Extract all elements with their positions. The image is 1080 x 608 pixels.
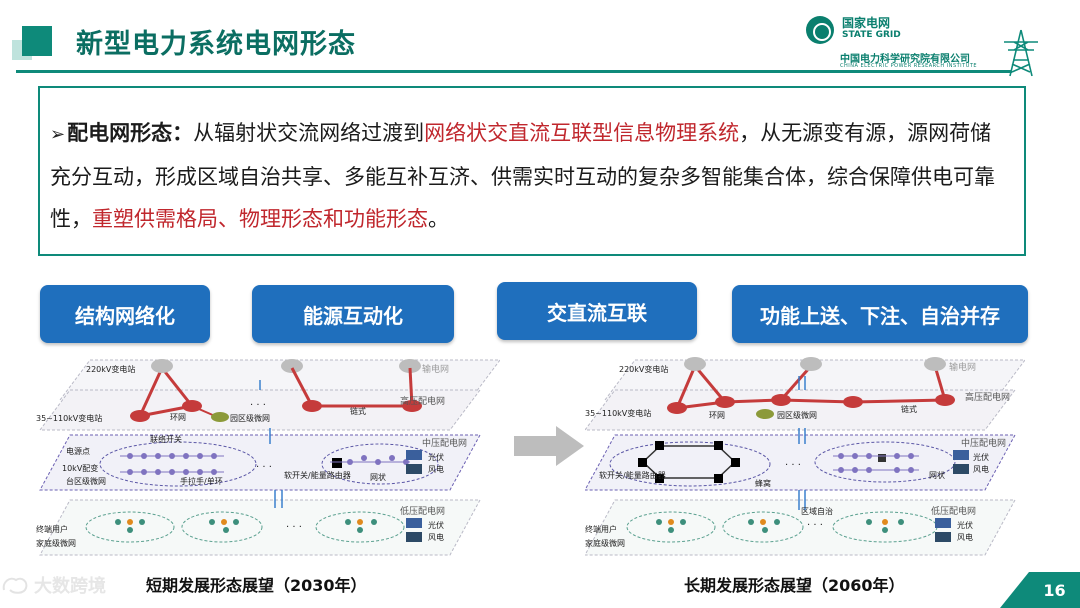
label-lv-grid: 低压配电网 bbox=[931, 505, 976, 517]
tag-energy-interactive: 能源互动化 bbox=[252, 285, 454, 343]
page-number: 16 bbox=[1029, 572, 1080, 608]
label-ring: 环网 bbox=[709, 411, 725, 420]
label-pv-lv: 光伏 bbox=[957, 520, 973, 530]
description-box: ➢配电网形态：从辐射状交流网络过渡到网络状交直流互联型信息物理系统，从无源变有源… bbox=[38, 86, 1026, 256]
label-chain: 链式 bbox=[350, 406, 366, 416]
label-soft-switch: 软开关/能量路由器 bbox=[284, 470, 351, 480]
label-chain: 链式 bbox=[901, 404, 917, 414]
label-mv-grid: 中压配电网 bbox=[961, 437, 1006, 449]
header-deco-square bbox=[22, 26, 52, 56]
label-ellipsis-lv: · · · bbox=[286, 522, 302, 533]
label-ring: 环网 bbox=[170, 413, 186, 422]
tag-ac-dc-interconnect: 交直流互联 bbox=[497, 282, 697, 340]
label-ellipsis: · · · bbox=[250, 400, 266, 411]
label-220kv: 220kV变电站 bbox=[619, 364, 668, 374]
label-220kv: 220kV变电站 bbox=[86, 364, 135, 374]
wind-turbine-icon bbox=[406, 532, 422, 542]
evolution-arrow-icon bbox=[514, 426, 584, 466]
description-paragraph: ➢配电网形态：从辐射状交流网络过渡到网络状交直流互联型信息物理系统，从无源变有源… bbox=[50, 112, 1006, 240]
logo-institute-name: 中国电力科学研究院有限公司 bbox=[840, 54, 970, 65]
label-area-autonomy: 区域自治 bbox=[801, 506, 833, 516]
tag-function-coexist: 功能上送、下注、自治并存 bbox=[732, 285, 1028, 343]
logo-institute-name-en: CHINA ELECTRIC POWER RESEARCH INSTITUTE bbox=[840, 63, 978, 69]
label-tie-switch: 联络开关 bbox=[150, 434, 182, 444]
label-honeycomb: 蜂窝 bbox=[755, 478, 771, 488]
description-lead: 配电网形态： bbox=[67, 121, 194, 145]
caption-short-term: 短期发展形态展望（2030年） bbox=[146, 576, 367, 595]
label-park-microgrid: 园区级微网 bbox=[230, 413, 270, 423]
watermark-logo-icon bbox=[2, 577, 28, 594]
label-hv-grid: 高压配电网 bbox=[400, 395, 445, 407]
watermark-text: 大数跨境 bbox=[34, 576, 106, 597]
label-wind: 风电 bbox=[428, 464, 444, 474]
label-transmission-grid: 输电网 bbox=[949, 361, 976, 373]
pv-panel-icon bbox=[935, 518, 951, 528]
label-pv-lv: 光伏 bbox=[428, 520, 444, 530]
label-ellipsis-lv: · · · bbox=[807, 520, 823, 531]
mv-plane bbox=[39, 434, 481, 491]
description-highlight-1: 网络状交直流互联型信息物理系统 bbox=[424, 121, 740, 145]
wind-turbine-icon bbox=[935, 532, 951, 542]
label-pv: 光伏 bbox=[428, 452, 444, 462]
label-wind-lv: 风电 bbox=[428, 532, 444, 542]
pv-panel-icon bbox=[953, 450, 969, 460]
label-wind-lv: 风电 bbox=[957, 532, 973, 542]
state-grid-logo: 国家电网 STATE GRID 中国电力科学研究院有限公司 CHINA ELEC… bbox=[806, 14, 996, 70]
substation-220-node bbox=[399, 359, 421, 373]
wind-turbine-icon bbox=[406, 464, 422, 474]
label-mesh: 网状 bbox=[370, 472, 386, 482]
page-number-corner bbox=[1000, 572, 1029, 608]
label-pv: 光伏 bbox=[973, 452, 989, 462]
label-10kv-transformer: 10kV配变 bbox=[62, 463, 98, 473]
label-home-microgrid: 家庭级微网 bbox=[36, 538, 76, 548]
label-hand-in-hand: 手拉手/单环 bbox=[180, 476, 223, 486]
description-seg1: 从辐射状交流网络过渡到 bbox=[193, 121, 425, 145]
transmission-tower-icon bbox=[1004, 29, 1038, 77]
label-end-user: 终端用户 bbox=[36, 524, 68, 534]
label-end-user: 终端用户 bbox=[585, 524, 617, 534]
wind-turbine-icon bbox=[953, 464, 969, 474]
page-title: 新型电力系统电网形态 bbox=[76, 29, 356, 60]
description-seg3: ，从无源变有源，源网荷储充分互动，形成区域自治共享、多能互补互济、供需实时互动的… bbox=[50, 121, 995, 231]
short-term-grid-diagram: 220kV变电站 35~110kV变电站 环网 园区级微网 链式 · · · 输… bbox=[36, 359, 500, 556]
pv-panel-icon bbox=[406, 518, 422, 528]
description-highlight-2: 重塑供需格局、物理形态和功能形态 bbox=[92, 207, 428, 231]
pv-panel-icon bbox=[406, 450, 422, 460]
label-mesh: 网状 bbox=[929, 470, 945, 480]
header-divider bbox=[16, 70, 1012, 73]
logo-name-en: STATE GRID bbox=[842, 30, 901, 40]
label-transmission-grid: 输电网 bbox=[422, 363, 449, 375]
hv-plane bbox=[39, 389, 481, 431]
label-35-110kv: 35~110kV变电站 bbox=[36, 413, 102, 423]
label-hv-grid: 高压配电网 bbox=[965, 391, 1010, 403]
label-wind: 风电 bbox=[973, 464, 989, 474]
label-source-point: 电源点 bbox=[66, 446, 90, 456]
substation-220-node bbox=[281, 359, 303, 373]
label-area-microgrid: 台区级微网 bbox=[66, 476, 106, 486]
state-grid-emblem-icon bbox=[806, 16, 834, 44]
substation-220-node bbox=[151, 359, 173, 373]
long-term-grid-diagram: 220kV变电站 35~110kV变电站 环网 园区级微网 链式 输电网 高压配… bbox=[585, 357, 1025, 556]
caption-long-term: 长期发展形态展望（2060年） bbox=[684, 576, 905, 595]
label-soft-switch: 软开关/能量路由器 bbox=[599, 470, 666, 480]
label-ellipsis-mv: · · · bbox=[256, 462, 272, 473]
label-home-microgrid: 家庭级微网 bbox=[585, 538, 625, 548]
tag-structure-networked: 结构网络化 bbox=[40, 285, 210, 343]
label-ellipsis-mv: · · · bbox=[785, 460, 801, 471]
bullet-arrow-icon: ➢ bbox=[50, 124, 66, 145]
logo-name-cn: 国家电网 bbox=[842, 16, 891, 30]
label-lv-grid: 低压配电网 bbox=[400, 505, 445, 517]
description-seg5: 。 bbox=[428, 207, 449, 231]
label-park-microgrid: 园区级微网 bbox=[777, 410, 817, 420]
label-mv-grid: 中压配电网 bbox=[422, 437, 467, 449]
label-35-110kv: 35~110kV变电站 bbox=[585, 408, 651, 418]
